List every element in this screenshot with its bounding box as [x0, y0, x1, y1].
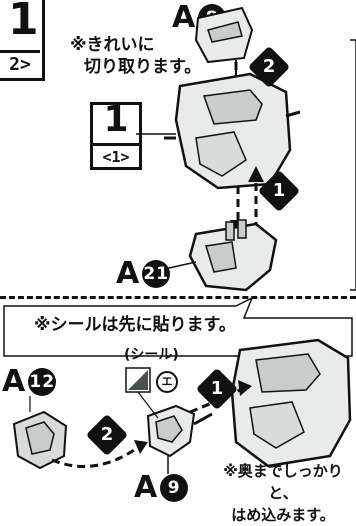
- part-a21-drawing: [159, 219, 278, 292]
- part-number-badge: 21: [142, 260, 171, 288]
- reference-step-box: 1 <1>: [90, 99, 142, 170]
- step-badge-2: 2: [247, 45, 291, 89]
- edge-fragment: [350, 39, 356, 291]
- sticker-code: エ: [156, 370, 178, 393]
- step-badge-1-label: 1: [272, 180, 286, 201]
- sticker-label: (シール): [124, 347, 179, 363]
- part-a8-drawing: [194, 6, 254, 76]
- insert-note: ※奥までしっかりと、 はめ込みます。: [210, 460, 356, 526]
- step-badge-1: 1: [257, 169, 301, 213]
- part-letter: A: [116, 256, 141, 291]
- insert-note-line2: はめ込みます。: [231, 506, 335, 524]
- bottom-step-badge-2-label: 2: [100, 424, 114, 445]
- part-number-badge: 12: [28, 368, 57, 396]
- attach-arrow-1-head: [238, 380, 252, 396]
- step-substep: 2>: [0, 50, 40, 77]
- reference-step-number: 1: [103, 99, 129, 140]
- part-number-badge: 9: [160, 474, 189, 502]
- part-letter: A: [2, 364, 27, 399]
- attach-arrow-2: [51, 444, 141, 468]
- cut-note-line2: 切り取ります。: [84, 57, 202, 77]
- part-a12-drawing: [12, 410, 68, 470]
- step-number: 1: [8, 0, 39, 45]
- sticker-note: ※シールは先に貼ります。: [34, 315, 236, 335]
- cut-note-line1: ※きれいに: [70, 35, 155, 55]
- reference-step-sub: <1>: [93, 143, 139, 170]
- attach-arrow-2-head: [134, 440, 148, 454]
- bottom-step-badge-1: 1: [195, 367, 239, 411]
- up-arrow-head: [248, 166, 264, 182]
- sticker-leader: [137, 391, 159, 419]
- sticker-code-badge: エ: [156, 371, 178, 393]
- part-letter: A: [134, 470, 159, 505]
- bottom-assembly-diagram: [3, 296, 353, 474]
- bottom-step-badge-1-label: 1: [210, 378, 224, 399]
- part-main-body-drawing: [136, 72, 301, 190]
- insert-note-line1: ※奥までしっかりと、: [223, 462, 343, 502]
- sticker-swatch: [125, 367, 151, 393]
- step-number-box: 1 2>: [0, 0, 45, 81]
- cut-note: ※きれいに 切り取ります。: [70, 34, 201, 78]
- part-a9-drawing: [146, 404, 213, 474]
- top-assembly-diagram: [136, 6, 356, 292]
- section-divider: [0, 296, 356, 299]
- part-body-right-drawing: [230, 338, 352, 468]
- bottom-step-badge-2: 2: [85, 413, 129, 457]
- part-letter: A: [172, 0, 197, 35]
- step-badge-2-label: 2: [262, 56, 276, 77]
- note-bubble: [3, 296, 353, 357]
